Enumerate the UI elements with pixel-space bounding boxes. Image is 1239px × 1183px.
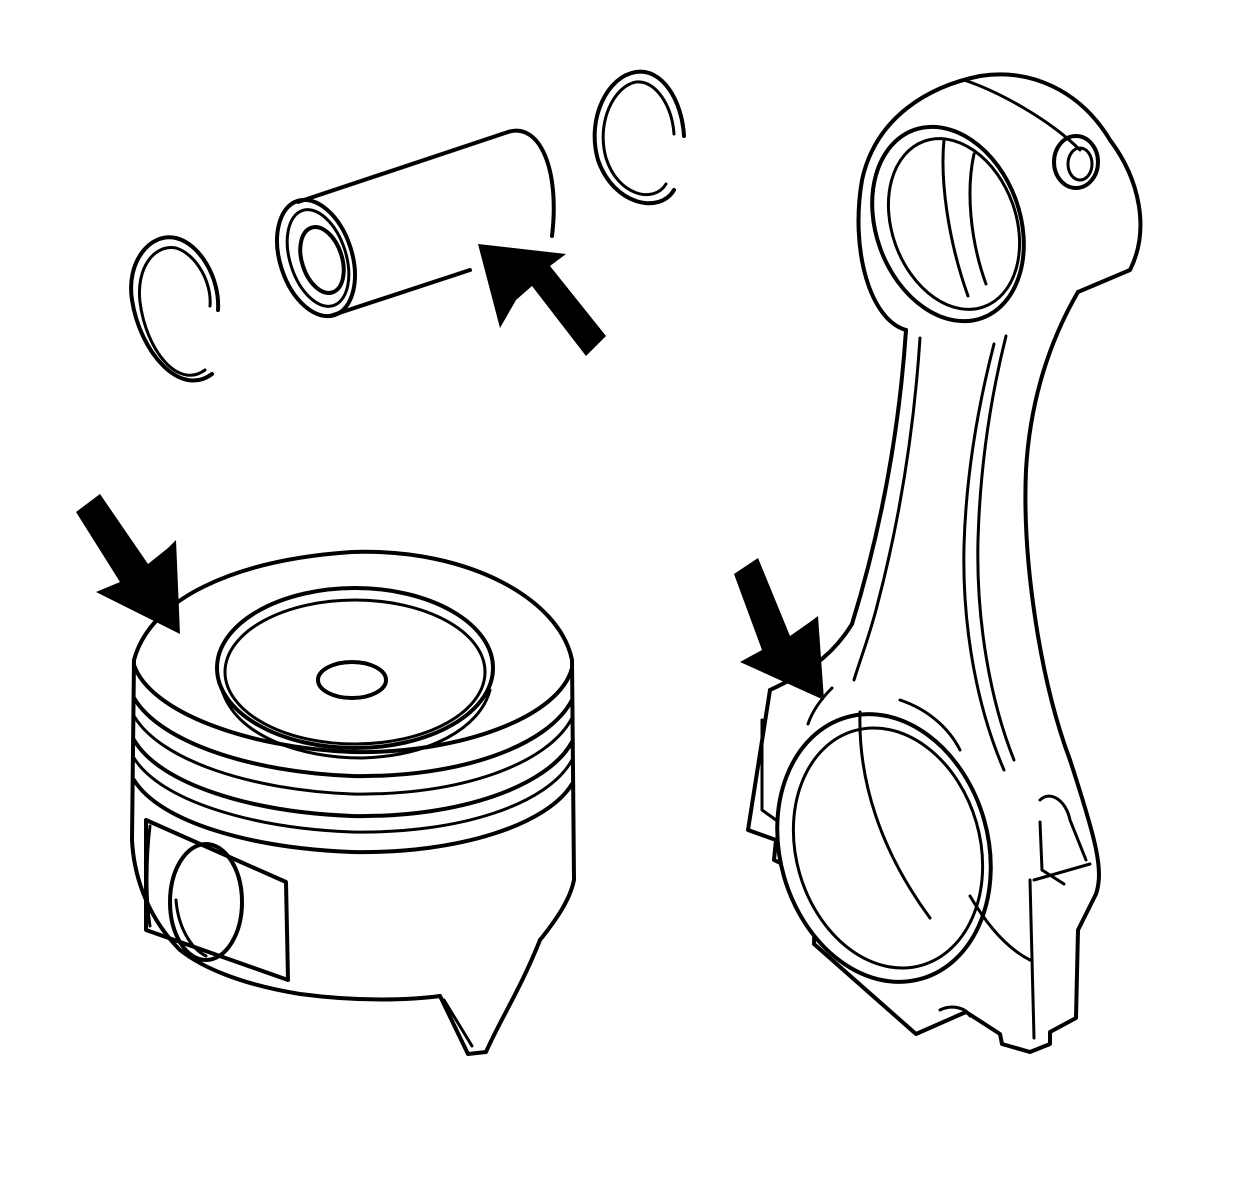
- connecting-rod: [746, 72, 1143, 1054]
- rod-bearing-indicator-arrow: [734, 558, 824, 700]
- right-snap-ring: [592, 69, 686, 206]
- pin-indicator-arrow: [478, 244, 606, 356]
- left-snap-ring: [129, 235, 221, 383]
- piston: [130, 549, 576, 1056]
- piston-crown-indicator-arrow: [76, 494, 180, 634]
- piston-pin: [275, 128, 556, 319]
